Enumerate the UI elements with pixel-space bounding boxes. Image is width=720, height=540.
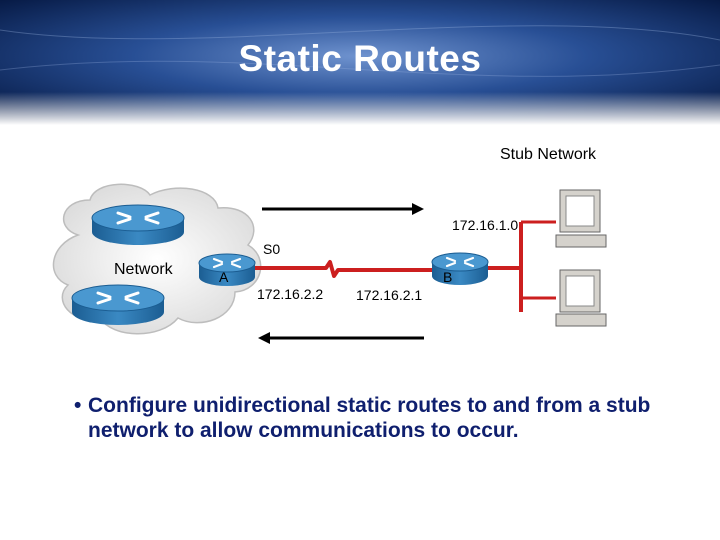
router-b-label: B	[443, 269, 453, 285]
link-ip-b-label: 172.16.2.1	[356, 287, 423, 303]
router-a-icon	[198, 253, 256, 286]
network-diagram	[52, 183, 607, 344]
workstation-bottom-icon	[555, 269, 607, 327]
cloud-router-bottom-icon	[71, 284, 165, 325]
title-banner	[0, 0, 720, 125]
stub-network-label: Stub Network	[500, 146, 597, 163]
router-b-icon	[431, 252, 489, 285]
router-a-label: A	[219, 269, 229, 285]
serial-link	[246, 260, 432, 278]
arrow-from-stub-icon	[258, 332, 424, 344]
bullet-text: Configure unidirectional static routes t…	[88, 394, 651, 442]
stub-ethernet	[488, 220, 556, 312]
stub-ip-label: 172.16.1.0	[452, 217, 519, 233]
link-ip-a-label: 172.16.2.2	[257, 286, 324, 302]
arrow-to-stub-icon	[262, 203, 424, 215]
workstation-top-icon	[555, 189, 607, 248]
network-label: Network	[114, 261, 173, 278]
bullet-dot-icon: •	[74, 394, 82, 417]
interface-label: S0	[263, 241, 281, 257]
bullet-point: • Configure unidirectional static routes…	[74, 393, 694, 443]
slide-title: Static Routes	[238, 38, 482, 79]
cloud-router-top-icon	[91, 204, 185, 245]
